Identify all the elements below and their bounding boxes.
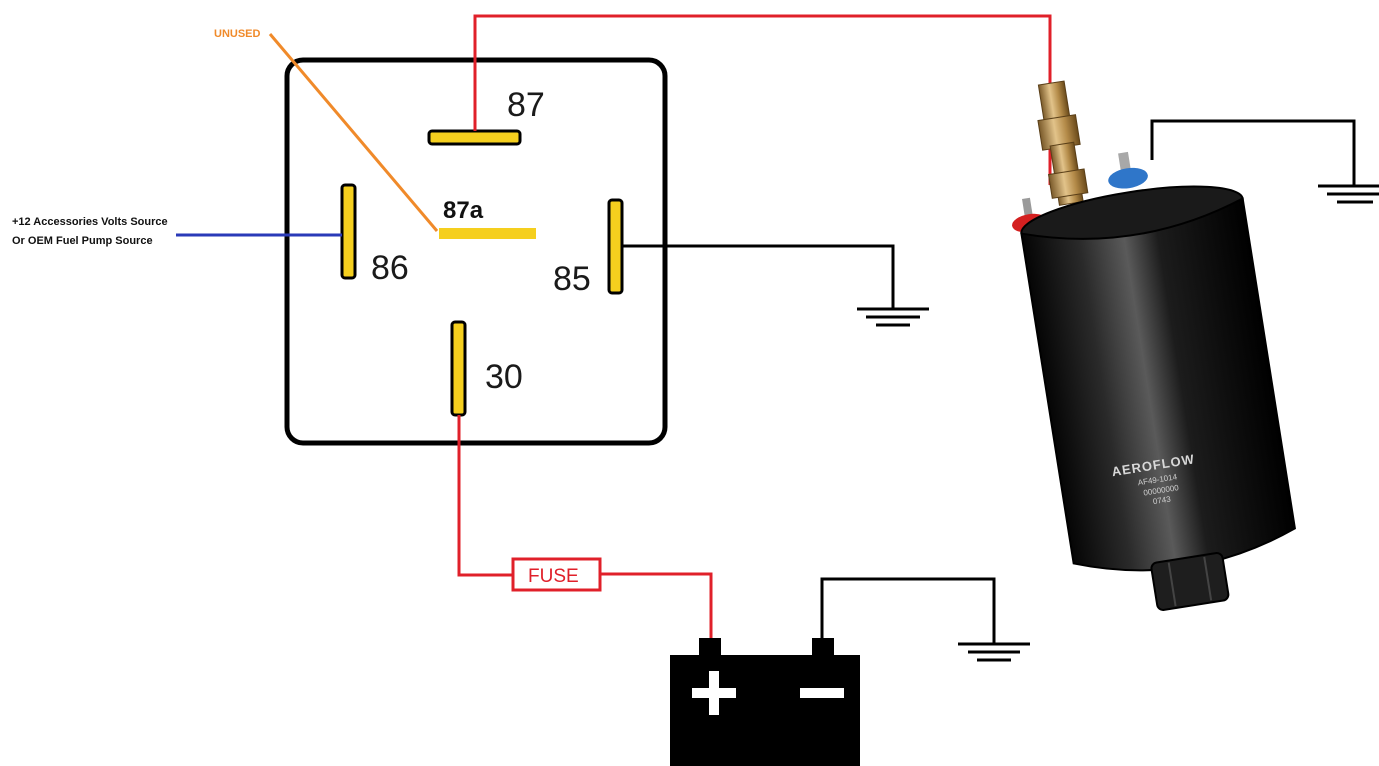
pin-87-label: 87 [507, 86, 545, 124]
battery-ground-wire [820, 577, 996, 643]
pin-86 [340, 183, 357, 280]
source-label-line1: +12 Accessories Volts Source [12, 216, 168, 228]
pin-85-label: 85 [553, 260, 591, 298]
ground-symbol-icon [958, 642, 1030, 662]
pin-30-to-fuse-wire [457, 415, 513, 577]
fuse-icon [511, 557, 602, 592]
ground-symbol-icon [1318, 184, 1379, 204]
fuse-label: FUSE [528, 566, 579, 587]
battery-negative-symbol [800, 688, 844, 698]
fuel-pump-icon: AEROFLOW AF49-1014 00000000 0743 [1012, 80, 1296, 611]
ground-symbol-icon [857, 307, 929, 327]
battery-icon [670, 638, 860, 766]
pump-ground-wire [1150, 119, 1356, 185]
pin-86-label: 86 [371, 249, 409, 287]
pin-87 [427, 129, 522, 146]
unused-wire [268, 33, 439, 232]
pin-85-ground-wire [622, 244, 895, 308]
pin-30-label: 30 [485, 358, 523, 396]
pin-87-to-pump-wire [473, 14, 1052, 185]
pin-30 [450, 320, 467, 417]
pump-code-line2: 0743 [1152, 494, 1172, 506]
source-label-line2: Or OEM Fuel Pump Source [12, 235, 153, 247]
pin-87a [439, 228, 536, 239]
fuse-to-battery-wire [600, 572, 713, 640]
pin-85 [607, 198, 624, 295]
pin-87a-label: 87a [443, 197, 484, 224]
unused-label: UNUSED [214, 28, 261, 40]
